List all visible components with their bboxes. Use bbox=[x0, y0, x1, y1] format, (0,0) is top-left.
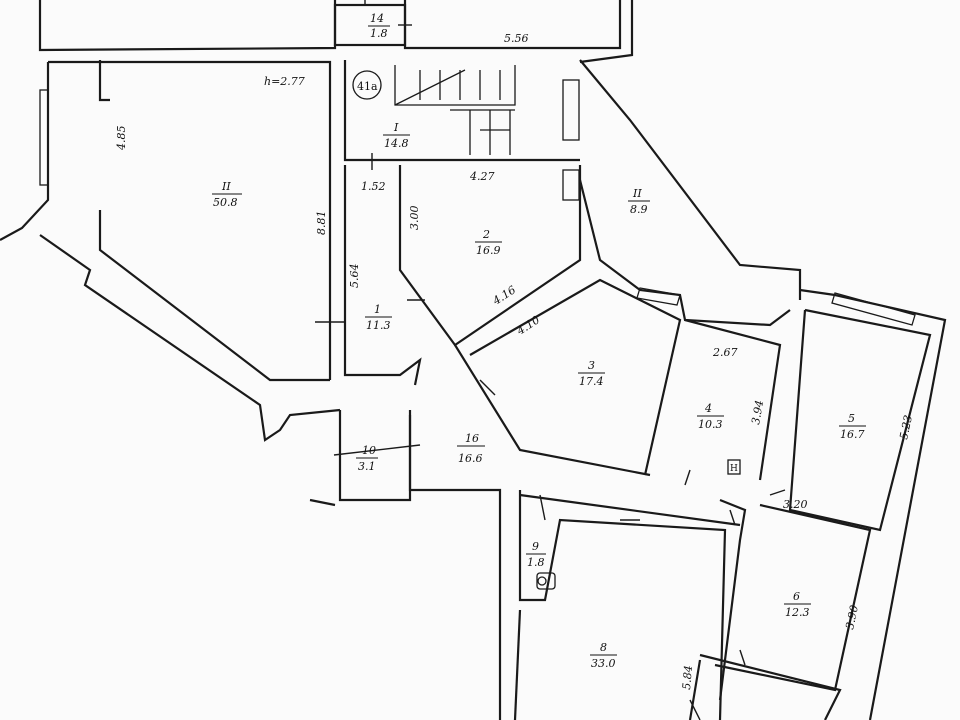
room-area: 1.8 bbox=[527, 556, 545, 569]
room-area: 16.7 bbox=[840, 428, 865, 441]
h-symbol-box bbox=[727, 459, 741, 475]
room-id: I bbox=[393, 121, 399, 134]
room-id: 3 bbox=[588, 359, 595, 372]
dimension: 4.27 bbox=[469, 170, 495, 183]
dimension: 3.90 bbox=[843, 604, 861, 631]
dimension: 5.56 bbox=[504, 32, 529, 45]
room-id: 1 bbox=[374, 303, 381, 316]
dimension: 8.81 bbox=[315, 211, 328, 236]
room-area: 50.8 bbox=[213, 196, 238, 209]
room-area: 14.8 bbox=[384, 137, 409, 150]
room-id: 10 bbox=[362, 444, 376, 457]
dimension: 1.52 bbox=[361, 180, 386, 193]
room-id: 2 bbox=[482, 228, 490, 241]
room-area: 17.4 bbox=[579, 375, 604, 388]
height-label: h=2.77 bbox=[264, 75, 305, 88]
dimension: 5.64 bbox=[348, 264, 361, 289]
room-id: 9 bbox=[532, 540, 539, 553]
room-id: 6 bbox=[793, 590, 800, 603]
staircase bbox=[394, 65, 516, 155]
room-id: 8 bbox=[600, 641, 607, 654]
room-labels: 14 1.8 I 14.8 II 50.8 II 8.9 1 11.3 2 16… bbox=[212, 12, 866, 670]
room-area: 16.6 bbox=[458, 452, 483, 465]
room-id: 4 bbox=[704, 402, 712, 415]
windows bbox=[39, 79, 916, 326]
stair-mark-circle bbox=[352, 70, 382, 100]
dimension: 3.00 bbox=[408, 206, 421, 231]
room-id: 16 bbox=[465, 432, 479, 445]
room-area: 12.3 bbox=[785, 606, 810, 619]
dimension: 3.20 bbox=[783, 498, 808, 511]
room-id: II bbox=[221, 180, 231, 193]
room-area: 1.8 bbox=[370, 27, 388, 40]
room-area: 11.3 bbox=[366, 319, 391, 332]
toilet-bowl-icon bbox=[537, 576, 547, 586]
dimension: 5.84 bbox=[680, 665, 695, 691]
room-id: 14 bbox=[370, 12, 384, 25]
room-area: 33.0 bbox=[591, 657, 616, 670]
dimension: 2.67 bbox=[712, 346, 738, 359]
room-area: 3.1 bbox=[358, 460, 376, 473]
room-area: 8.9 bbox=[630, 203, 648, 216]
dimension: 5.23 bbox=[897, 414, 915, 441]
room-area: 16.9 bbox=[476, 244, 501, 257]
room-id: II bbox=[632, 187, 642, 200]
dimension: 3.94 bbox=[749, 399, 766, 425]
door-ticks bbox=[315, 0, 786, 720]
stair-mark: 41a bbox=[357, 80, 378, 93]
toilet-icon bbox=[536, 572, 556, 590]
dimension-labels: 5.56 4.85 8.81 1.52 3.00 5.64 4.27 4.16 … bbox=[115, 32, 915, 690]
room-id: 5 bbox=[848, 412, 855, 425]
room-area: 10.3 bbox=[698, 418, 723, 431]
dimension: 4.85 bbox=[115, 126, 128, 152]
h-symbol: H bbox=[730, 464, 738, 474]
